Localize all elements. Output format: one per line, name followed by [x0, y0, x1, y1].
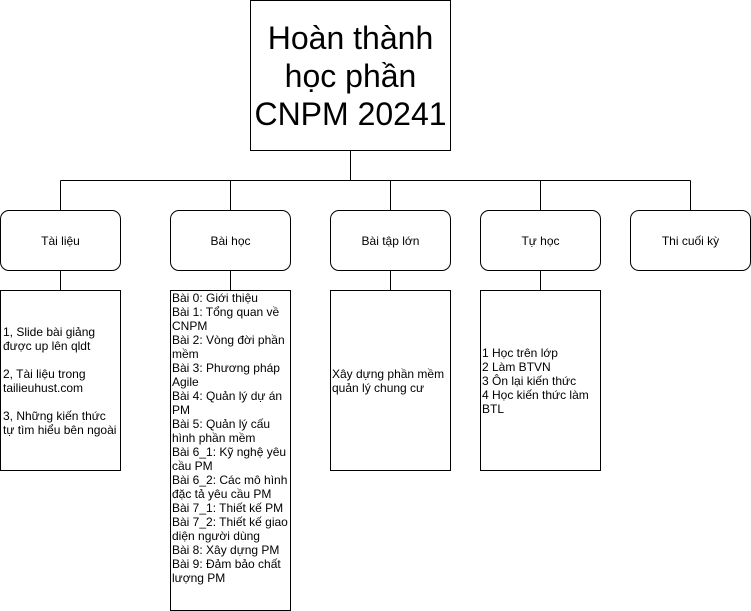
detail-item: Bài 5: Quản lý cấu hình phần mềm [172, 417, 271, 445]
detail-item: Bài 2: Vòng đời phần mềm [172, 333, 285, 361]
detail-item: Bài 0: Giới thiệu [172, 291, 258, 305]
detail-item: 2, Tài liệu trong tailieuhust.com [3, 366, 86, 395]
detail-item: Bài 7_1: Thiết kế PM [172, 501, 284, 515]
category-tu-hoc: Tự học [480, 210, 601, 271]
category-label: Bài tập lớn [361, 233, 420, 248]
detail-item: 4 Học kiến thức làm BTL [482, 387, 589, 416]
detail-tai-lieu: 1, Slide bài giảng được up lên qldt 2, T… [0, 290, 121, 471]
detail-item: Bài 9: Đảm bảo chất lượng PM [172, 557, 281, 585]
category-tai-lieu: Tài liệu [0, 210, 121, 271]
detail-item: Bài 4: Quản lý dự án PM [172, 389, 283, 417]
detail-item: Bài 6_2: Các mô hình đặc tả yêu cầu PM [172, 473, 288, 501]
root-node: Hoàn thành học phần CNPM 20241 [250, 0, 451, 151]
root-title-line: CNPM 20241 [254, 95, 447, 132]
category-label: Tài liệu [41, 233, 80, 248]
detail-item: 2 Làm BTVN [482, 359, 551, 374]
category-bai-tap-lon: Bài tập lớn [330, 210, 451, 271]
detail-item: Bài 1: Tổng quan về CNPM [172, 305, 280, 333]
detail-item: Bài 6_1: Kỹ nghệ yêu cầu PM [172, 445, 287, 473]
detail-item: 1 Học trên lớp [482, 345, 558, 360]
detail-item: Bài 7_2: Thiết kế giao diện người dùng [172, 515, 288, 543]
detail-bai-hoc: Bài 0: Giới thiệu Bài 1: Tổng quan về CN… [170, 290, 291, 611]
root-title-line: học phần [284, 57, 417, 94]
category-thi-cuoi-ky: Thi cuối kỳ [630, 210, 751, 271]
detail-item: 3, Những kiến thức tự tìm hiểu bên ngoài [3, 408, 117, 437]
detail-item: Bài 8: Xây dựng PM [172, 543, 280, 557]
category-label: Bài học [210, 233, 251, 248]
detail-item: 1, Slide bài giảng được up lên qldt [3, 324, 96, 353]
detail-bai-tap-lon: Xây dựng phần mềm quản lý chung cư [330, 290, 451, 471]
detail-tu-hoc: 1 Học trên lớp 2 Làm BTVN 3 Ôn lại kiến … [480, 290, 601, 471]
root-title-line: Hoàn thành [267, 19, 434, 56]
category-label: Thi cuối kỳ [661, 233, 720, 248]
category-label: Tự học [521, 233, 560, 248]
detail-item: 3 Ôn lại kiến thức [482, 373, 577, 388]
detail-item: Bài 3: Phương pháp Agile [172, 361, 280, 389]
detail-item: Xây dựng phần mềm quản lý chung cư [332, 366, 445, 395]
category-bai-hoc: Bài học [170, 210, 291, 271]
